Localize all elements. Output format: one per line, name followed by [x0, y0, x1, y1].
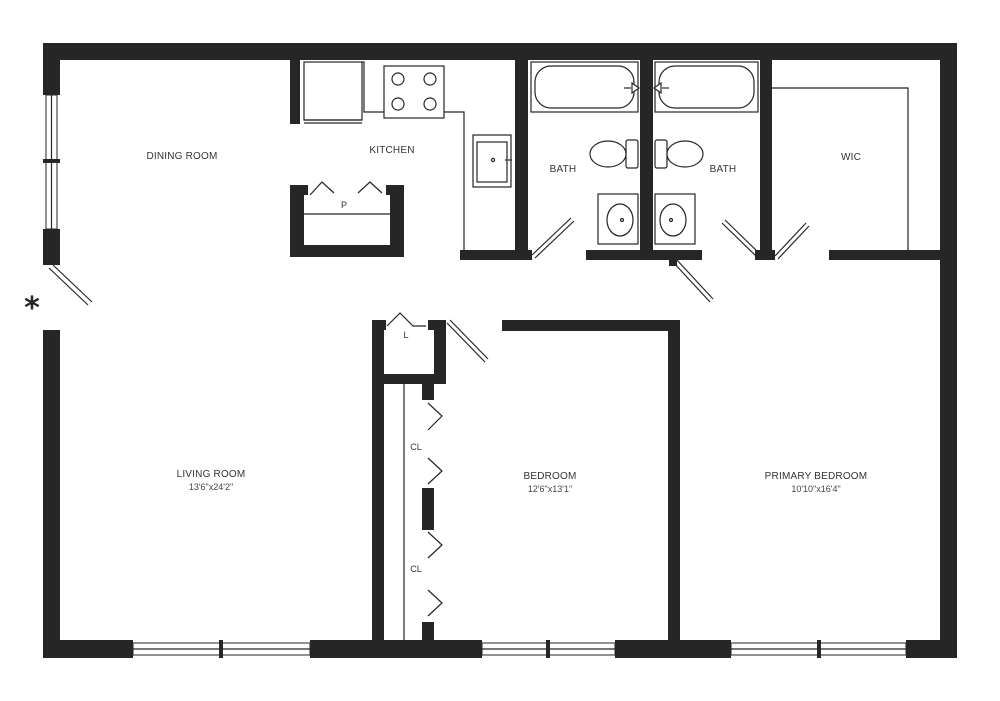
bifold-door-icon[interactable] [309, 181, 335, 196]
sink-icon [472, 134, 512, 188]
living-room-dimensions: 13'6"x24'2" [189, 482, 233, 492]
room-labels: DINING ROOM KITCHEN BATH BATH WIC LIVING… [146, 145, 867, 574]
wic-shelf [772, 87, 909, 250]
doors [48, 217, 810, 363]
bath-2-label: BATH [710, 164, 737, 175]
toilet-icon [589, 139, 639, 169]
bedroom-label: BEDROOM [523, 471, 576, 482]
toilet-icon [654, 139, 704, 169]
bifold-door-icon[interactable] [427, 589, 443, 617]
closet-2-label: CL [410, 564, 422, 574]
bath-2-fixtures [652, 61, 759, 245]
bathtub-icon [652, 61, 759, 113]
bedroom-dimensions: 12'6"x13'1" [528, 484, 572, 494]
closet-1-label: CL [410, 442, 422, 452]
dining-room-label: DINING ROOM [146, 151, 217, 162]
interior-walls [290, 60, 957, 640]
bifold-door-icon[interactable] [427, 457, 443, 485]
exterior-walls [43, 43, 957, 658]
primary-bedroom-dimensions: 10'10"x16'4" [791, 484, 840, 494]
pantry: P [290, 181, 404, 257]
refrigerator [303, 61, 363, 121]
door-swing-icon[interactable] [48, 264, 93, 306]
laundry-label: L [403, 330, 408, 340]
kitchen-label: KITCHEN [369, 145, 414, 156]
pantry-label: P [341, 200, 347, 210]
entry-star-icon: * [24, 291, 40, 326]
bifold-door-icon[interactable] [427, 531, 443, 559]
bifold-door-icon[interactable] [357, 181, 383, 194]
bifold-door-icon[interactable] [386, 312, 426, 327]
door-swing-icon[interactable] [531, 217, 575, 259]
sink-icon [597, 193, 639, 245]
bath-1-fixtures [530, 61, 641, 245]
range-icon [383, 65, 445, 119]
bathtub-icon [530, 61, 641, 113]
closets [403, 384, 443, 640]
door-swing-icon[interactable] [669, 258, 714, 303]
door-swing-icon[interactable] [721, 219, 810, 260]
sink-icon [654, 193, 696, 245]
door-swing-icon[interactable] [446, 319, 489, 363]
bifold-door-icon[interactable] [427, 402, 443, 431]
living-room-label: LIVING ROOM [177, 469, 246, 480]
windows [43, 94, 907, 658]
primary-bedroom-label: PRIMARY BEDROOM [765, 471, 868, 482]
bath-1-label: BATH [550, 164, 577, 175]
kitchen-fixtures [303, 61, 512, 250]
wic-label: WIC [841, 152, 861, 163]
